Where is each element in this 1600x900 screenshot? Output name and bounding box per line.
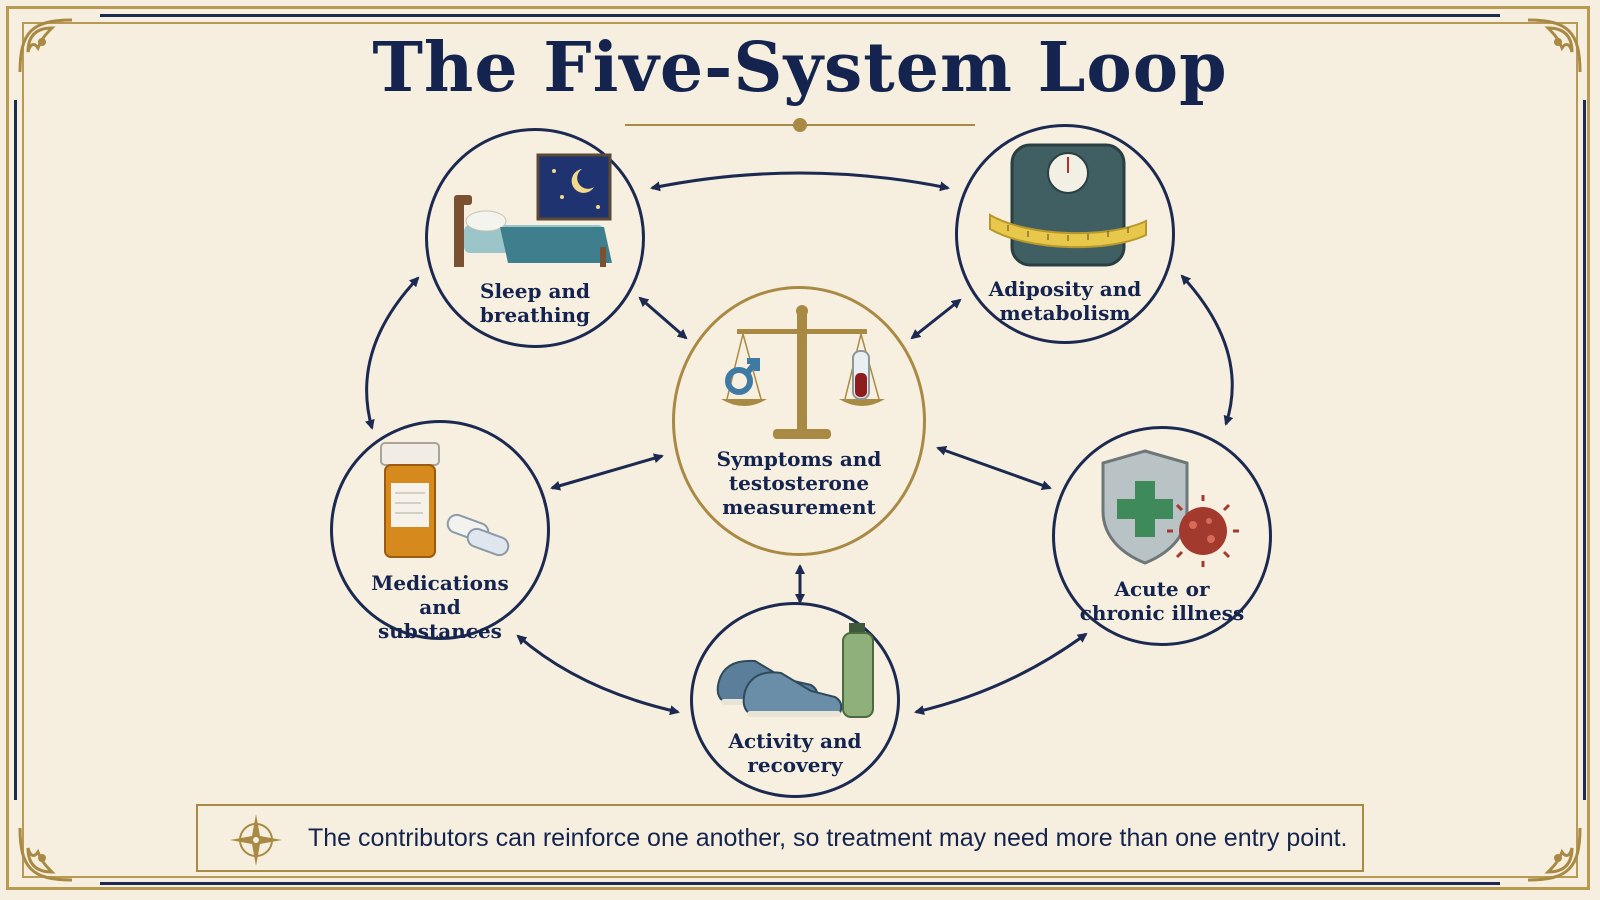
node-center-line-1: Symptoms and [716, 447, 882, 471]
corner-ornament-top-right [1527, 18, 1582, 73]
top-rule [100, 14, 1500, 17]
sneakers-icon [716, 623, 874, 718]
node-adiposity-line-2: metabolism [999, 301, 1131, 325]
node-activity-line-2: recovery [747, 753, 843, 777]
virus-icon [1167, 495, 1239, 567]
arrow-meds-activity [516, 634, 680, 716]
arrow-illness-activity [914, 632, 1088, 716]
node-activity-recovery: Activity and recovery [690, 602, 900, 798]
arrow-sleep-adiposity [650, 171, 950, 192]
node-illness-label: Acute or chronic illness [1076, 577, 1247, 625]
node-adiposity-metabolism: Adiposity and metabolism [955, 124, 1175, 344]
arrow-sleep-center [638, 296, 688, 340]
outer-frame [6, 6, 1590, 890]
left-rule [14, 100, 17, 800]
node-adiposity-label: Adiposity and metabolism [979, 277, 1150, 325]
node-sleep-line-1: Sleep and [480, 279, 590, 303]
test-tube-icon [852, 350, 870, 400]
node-meds-label: Medications and substances [354, 571, 525, 643]
node-symptoms-testosterone: Symptoms and testosterone measurement [672, 286, 926, 556]
arrow-sleep-meds [365, 276, 420, 430]
node-medications-substances: Medications and substances [330, 420, 550, 643]
node-illness-line-2: chronic illness [1079, 601, 1245, 625]
node-sleep-line-2: breathing [479, 303, 591, 327]
title-divider-dot [793, 118, 807, 132]
node-sleep-label: Sleep and breathing [449, 279, 620, 327]
footer-text: The contributors can reinforce one anoth… [308, 824, 1348, 852]
scale-icon [989, 143, 1147, 267]
node-meds-line-2: substances [378, 619, 502, 643]
node-activity-label: Activity and recovery [713, 729, 876, 777]
arrow-adiposity-illness [1180, 274, 1234, 426]
bottom-rule [100, 882, 1500, 885]
water-bottle-icon [842, 623, 874, 718]
tape-measure-icon [989, 213, 1147, 249]
node-meds-line-1: Medications and [371, 571, 509, 619]
corner-ornament-top-left [18, 18, 73, 73]
corner-ornament-bottom-left [18, 827, 73, 882]
pill-bottle-icon [380, 442, 510, 558]
node-activity-line-1: Activity and [728, 729, 862, 753]
capsule-icon [446, 513, 510, 557]
balance-scale-icon [721, 305, 885, 439]
node-illness-line-1: Acute or [1114, 577, 1210, 601]
corner-ornament-bottom-right [1527, 827, 1582, 882]
footer-note-box: The contributors can reinforce one anoth… [196, 804, 1364, 872]
node-adiposity-line-1: Adiposity and [988, 277, 1142, 301]
inner-frame [22, 22, 1578, 878]
node-center-label: Symptoms and testosterone measurement [700, 447, 898, 519]
right-rule [1583, 100, 1586, 800]
arrow-adiposity-center [910, 298, 962, 340]
node-sleep-breathing: Sleep and breathing [425, 128, 645, 348]
male-symbol-icon [725, 358, 760, 395]
page-title: The Five-System Loop [372, 28, 1228, 108]
compass-rose-icon [230, 814, 282, 866]
node-center-line-3: measurement [722, 495, 876, 519]
bed-icon [454, 153, 612, 267]
node-center-line-2: testosterone [728, 471, 870, 495]
moon-icon [571, 169, 594, 193]
arrow-center-illness [936, 445, 1052, 491]
node-acute-chronic-illness: Acute or chronic illness [1052, 426, 1272, 646]
shield-cross-icon [1101, 449, 1239, 567]
arrow-center-meds [550, 453, 664, 491]
